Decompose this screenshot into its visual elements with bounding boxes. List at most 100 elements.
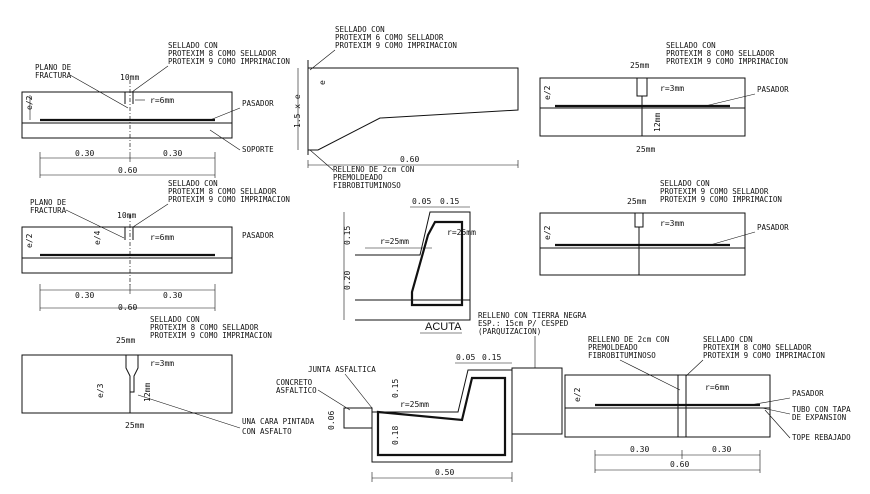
dim-e2-7: e/2 (543, 85, 552, 100)
dim-r6mm: r=6mm (150, 96, 174, 105)
dim-015-6v: 0.15 (391, 379, 400, 398)
dim-060-2: 0.60 (118, 303, 137, 312)
label-concreto: CONCRETO (276, 378, 313, 387)
label-pasador-9: PASADOR (792, 389, 824, 398)
label-protexim8-3: PROTEXIM 8 COMO SELLADOR (150, 323, 259, 332)
dim-030-left-2: 0.30 (75, 291, 94, 300)
label-pasador-7: PASADOR (757, 85, 789, 94)
label-junta-asfaltica: JUNTA ASFALTICA (308, 365, 376, 374)
detail-curb-grass: r=25mm 0.05 0.15 0.15 0.18 0.06 0.50 JUN… (276, 311, 587, 482)
dim-e2-8: e/2 (543, 225, 552, 240)
label-protexim8-9: PROTEXIM 8 COMO SELLADOR (703, 343, 812, 352)
dim-015-6: 0.15 (482, 353, 501, 362)
dim-020-5: 0.20 (343, 271, 352, 290)
dim-25mm-3: 25mm (116, 336, 135, 345)
dim-r3mm-8: r=3mm (660, 219, 684, 228)
label-protexim8: PROTEXIM 8 COMO SELLADOR (168, 49, 277, 58)
label-esp-15cm: ESP.: 15cm P/ CESPED (478, 319, 569, 328)
label-protexim8-2: PROTEXIM 8 COMO SELLADOR (168, 187, 277, 196)
dim-r25mm-6: r=25mm (400, 400, 429, 409)
detail-thickened-edge: 1.5 x e e SELLADO CON PROTEXIM 6 COMO SE… (293, 25, 519, 190)
label-una-cara: UNA CARA PINTADA (242, 417, 315, 426)
dim-12mm-7: 12mm (653, 113, 662, 132)
label-sellado-con-7: SELLADO CON (666, 41, 716, 50)
dim-030-left-9: 0.30 (630, 445, 649, 454)
label-premoldeado-4: PREMOLDEADO (333, 173, 383, 182)
label-protexim9-4: PROTEXIM 9 COMO IMPRIMACION (335, 41, 457, 50)
detail-fractura-plane-mid: e/2 e/4 10mm r=6mm PLANO DE FRACTURA SEL… (21, 179, 290, 312)
dim-018-6: 0.18 (391, 426, 400, 445)
dim-e: e (318, 80, 327, 85)
label-relleno-9: RELLENO DE 2cm CON (588, 335, 669, 344)
dim-25mm-8: 25mm (627, 197, 646, 206)
dim-25mm-7b: 25mm (636, 145, 655, 154)
label-fractura-2: FRACTURA (30, 206, 67, 215)
dim-1-5e: 1.5 x e (293, 94, 302, 128)
dim-006-6: 0.06 (327, 411, 336, 430)
label-protexim8-7: PROTEXIM 8 COMO SELLADOR (666, 49, 775, 58)
dim-r25mm-5: r=25mm (380, 237, 409, 246)
dim-r6mm-2: r=6mm (150, 233, 174, 242)
detail-expansion-tube: e/2 r=6mm RELLENO DE 2cm CON PREMOLDEADO… (564, 335, 851, 473)
dim-12mm-3: 12mm (143, 383, 152, 402)
label-sellado-con-8: SELLADO CON (660, 179, 710, 188)
dim-e2-2: e/2 (25, 233, 34, 248)
label-protexim6: PROTEXIM 6 COMO SELLADOR (335, 33, 444, 42)
label-protexim9-2: PROTEXIM 9 COMO IMPRIMACION (168, 195, 290, 204)
dim-e2: e/2 (25, 95, 34, 110)
label-con-asfalto: CON ASFALTO (242, 427, 292, 436)
dim-25mm-7: 25mm (630, 61, 649, 70)
detail-acuta-curb: r=25mm r=25mm 0.05 0.15 0.15 0.20 ACUTA (343, 197, 476, 334)
label-sellado-con: SELLADO CON (168, 41, 218, 50)
dim-e2-9: e/2 (573, 387, 582, 402)
dim-r3mm-3: r=3mm (150, 359, 174, 368)
dim-015-5: 0.15 (440, 197, 459, 206)
dim-030-right-9: 0.30 (712, 445, 731, 454)
label-fibro-9: FIBROBITUMINOSO (588, 351, 656, 360)
label-protexim9-9: PROTEXIM 9 COMO IMPRIMACION (703, 351, 825, 360)
dim-015-5v: 0.15 (343, 226, 352, 245)
dim-25mm-3b: 25mm (125, 421, 144, 430)
dim-10mm-2: 10mm (117, 211, 136, 220)
dim-030-right-2: 0.30 (163, 291, 182, 300)
detail-asphalt-face: e/3 12mm 25mm 25mm r=3mm SELLADO CON PRO… (21, 315, 315, 436)
label-protexim9: PROTEXIM 9 COMO IMPRIMACION (168, 57, 290, 66)
label-sellado-con-2: SELLADO CON (168, 179, 218, 188)
dim-050-6: 0.50 (435, 468, 454, 477)
label-relleno-4: RELLENO DE 2cm CON (333, 165, 414, 174)
detail-dowel-top-right: e/2 12mm 25mm 25mm r=3mm SELLADO CON PRO… (539, 41, 789, 154)
label-plano-de: PLANO DE (35, 63, 72, 72)
dim-060-4: 0.60 (400, 155, 419, 164)
dim-e3: e/3 (96, 383, 105, 398)
label-fractura: FRACTURA (35, 71, 72, 80)
dim-060: 0.60 (118, 166, 137, 175)
label-premoldeado-9: PREMOLDEADO (588, 343, 638, 352)
dim-r3mm-7: r=3mm (660, 84, 684, 93)
label-de-expansion: DE EXPANSION (792, 413, 846, 422)
dim-e4: e/4 (93, 230, 102, 245)
dim-10mm: 10mm (120, 73, 139, 82)
dim-030-right: 0.30 (163, 149, 182, 158)
detail-fractura-plane-top: e/2 10mm r=6mm PLANO DE FRACTURA SELLADO… (21, 41, 290, 178)
label-protexim9s: PROTEXIM 9 COMO SELLADOR (660, 187, 769, 196)
label-tope-rebajado: TOPE REBAJADO (792, 433, 851, 442)
detail-dowel-mid-right: e/2 25mm r=3mm SELLADO CON PROTEXIM 9 CO… (539, 179, 789, 276)
dim-060-9: 0.60 (670, 460, 689, 469)
label-pasador-2: PASADOR (242, 231, 274, 240)
label-protexim9-7: PROTEXIM 9 COMO IMPRIMACION (666, 57, 788, 66)
label-protexim9-3: PROTEXIM 9 COMO IMPRIMACION (150, 331, 272, 340)
label-soporte: SOPORTE (242, 145, 274, 154)
label-plano-de-2: PLANO DE (30, 198, 67, 207)
label-sellado-con-3: SELLADO CON (150, 315, 200, 324)
dim-005-5: 0.05 (412, 197, 431, 206)
label-tubo-con-tapa: TUBO CON TAPA (792, 405, 851, 414)
label-pasador-8: PASADOR (757, 223, 789, 232)
dim-030-left: 0.30 (75, 149, 94, 158)
label-asfaltico: ASFALTICO (276, 386, 317, 395)
label-pasador: PASADOR (242, 99, 274, 108)
dim-r25mm-5b: r=25mm (447, 228, 476, 237)
label-parquizacion: (PARQUIZACION) (478, 327, 541, 336)
label-fibro-4: FIBROBITUMINOSO (333, 181, 401, 190)
label-acuta: ACUTA (425, 321, 462, 333)
